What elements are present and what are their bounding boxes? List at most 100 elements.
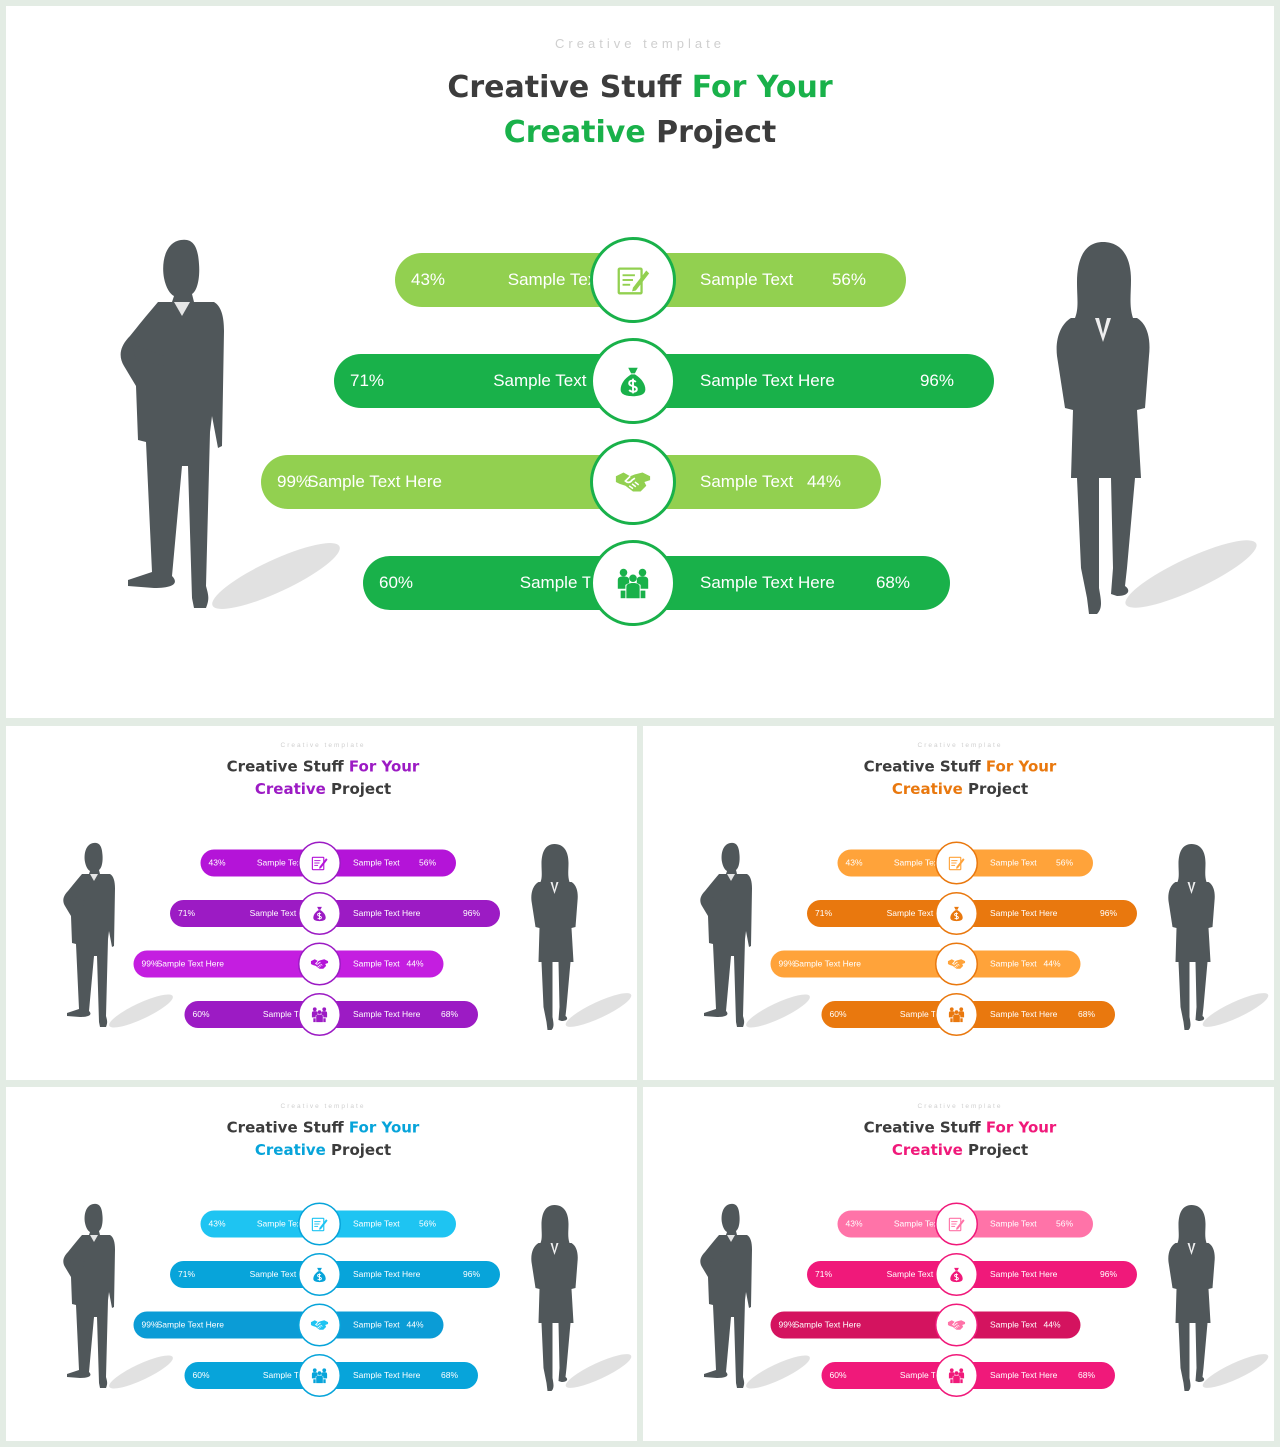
row-1-left-percent: 43% xyxy=(208,858,226,868)
slide-subtitle: Creative template xyxy=(917,1102,1003,1110)
row-1-left-percent: 43% xyxy=(411,270,446,289)
handshake-icon xyxy=(615,472,651,492)
row-3-left-percent: 99% xyxy=(778,1320,796,1330)
row-2-icon-circle xyxy=(935,1253,978,1296)
row-4-left-percent: 60% xyxy=(192,1370,210,1381)
slide-subtitle: Creative template xyxy=(280,1102,366,1110)
title-word-creative: Creative xyxy=(891,780,963,799)
row-4-left-percent: 60% xyxy=(192,1009,210,1020)
row-3-left-percent: 99% xyxy=(277,472,312,491)
businesswoman-silhouette-icon xyxy=(1168,1205,1269,1391)
row-2-right-percent: 96% xyxy=(1099,908,1117,919)
row-2-icon-circle xyxy=(298,1253,341,1296)
businessman-silhouette-icon xyxy=(700,1203,810,1389)
row-1-left-percent: 43% xyxy=(845,858,863,868)
businessman-silhouette-icon xyxy=(63,1203,173,1389)
slide-content: Creative template Creative Stuff For You… xyxy=(643,1087,1274,1441)
title-word-project: Project xyxy=(645,115,777,150)
title-word-creative: Creative xyxy=(254,780,326,799)
title-word-for-your: For Your xyxy=(691,70,833,105)
row-3-right-percent: 44% xyxy=(406,1320,424,1330)
title-word-for-your: For Your xyxy=(985,1119,1057,1137)
bar-row-3: 99% Sample Text Here Sample Text 44% xyxy=(133,1311,444,1339)
businessman-silhouette-icon xyxy=(120,239,340,609)
handshake-icon xyxy=(947,1320,966,1330)
row-3-left-percent: 99% xyxy=(778,959,796,969)
row-2-right-text: Sample Text Here xyxy=(700,371,835,390)
notepad-pen-icon xyxy=(617,267,650,295)
title-word-creative: Creative xyxy=(254,1141,326,1160)
businesswoman-silhouette-icon xyxy=(531,844,632,1030)
slide-title-line-2: Creative Project xyxy=(6,111,1274,155)
row-4-right-text: Sample Text Here xyxy=(990,1009,1058,1020)
row-4-right-text: Sample Text Here xyxy=(990,1370,1058,1381)
slide-title-line-1: Creative Stuff For Your xyxy=(6,756,637,778)
slide-content: Creative template Creative Stuff For You… xyxy=(643,726,1274,1080)
row-1-left-percent: 43% xyxy=(208,1219,226,1229)
row-4-icon-circle xyxy=(935,1354,978,1397)
row-4-left-text: Sample Text xyxy=(899,1370,947,1381)
row-4-icon-circle xyxy=(935,993,978,1036)
title-word-project: Project xyxy=(962,780,1029,799)
notepad-pen-icon xyxy=(311,1217,328,1232)
businesswoman-silhouette-icon xyxy=(1056,242,1257,614)
money-bag-icon xyxy=(620,367,646,397)
row-4-icon-circle xyxy=(590,540,676,626)
row-2-icon-circle xyxy=(590,338,676,424)
money-bag-icon xyxy=(950,906,963,922)
bar-row-3: 99% Sample Text Here Sample Text 44% xyxy=(261,455,881,509)
row-1-icon-circle xyxy=(298,1202,341,1246)
slide-content: Creative template Creative Stuff For You… xyxy=(6,726,637,1080)
row-1-icon-circle xyxy=(935,841,978,885)
title-word-creative-stuff: Creative Stuff xyxy=(226,758,349,776)
slide-title-line-1: Creative Stuff For Your xyxy=(643,756,1274,778)
row-1-left-percent: 43% xyxy=(845,1219,863,1229)
slide-subtitle: Creative template xyxy=(555,36,725,51)
row-2-left-percent: 71% xyxy=(350,371,385,390)
row-2-left-text: Sample Text Here xyxy=(249,908,317,919)
row-2-left-percent: 71% xyxy=(815,908,833,919)
row-2-icon-circle xyxy=(298,892,341,935)
team-icon xyxy=(948,1007,965,1023)
slide-green-large: Creative template Creative Stuff For You… xyxy=(6,6,1274,718)
slide-title-line-2: Creative Project xyxy=(643,779,1274,801)
row-2-left-percent: 71% xyxy=(178,1269,196,1280)
slide-blue: Creative template Creative Stuff For You… xyxy=(6,1087,637,1441)
row-4-right-text: Sample Text Here xyxy=(353,1370,421,1381)
handshake-icon xyxy=(947,959,966,969)
row-3-left-text: Sample Text Here xyxy=(793,959,861,969)
slide-content: Creative template Creative Stuff For You… xyxy=(6,1087,637,1441)
slide-title-line-1: Creative Stuff For Your xyxy=(6,1117,637,1139)
notepad-pen-icon xyxy=(948,856,965,871)
row-2-right-text: Sample Text Here xyxy=(353,908,421,919)
row-3-right-percent: 44% xyxy=(806,472,841,491)
businessman-silhouette-icon xyxy=(700,842,810,1028)
row-1-left-text: Sample Text xyxy=(507,270,601,289)
bar-row-3: 99% Sample Text Here Sample Text 44% xyxy=(770,1311,1081,1339)
slide-purple: Creative template Creative Stuff For You… xyxy=(6,726,637,1080)
title-word-project: Project xyxy=(325,780,392,799)
row-2-left-text: Sample Text Here xyxy=(249,1269,317,1280)
row-1-right-percent: 56% xyxy=(831,270,866,289)
row-4-left-percent: 60% xyxy=(829,1009,847,1020)
title-word-creative-stuff: Creative Stuff xyxy=(863,758,986,776)
money-bag-icon xyxy=(313,1267,326,1283)
money-bag-icon xyxy=(950,1267,963,1283)
slide-orange: Creative template Creative Stuff For You… xyxy=(643,726,1274,1080)
title-word-creative: Creative xyxy=(503,115,646,150)
slide-subtitle: Creative template xyxy=(280,741,366,749)
handshake-icon xyxy=(310,959,329,969)
row-3-right-percent: 44% xyxy=(1043,959,1061,969)
row-3-right-percent: 44% xyxy=(406,959,424,969)
row-3-right-text: Sample Text xyxy=(990,959,1037,969)
row-2-icon-circle xyxy=(935,892,978,935)
row-2-right-text: Sample Text Here xyxy=(990,908,1058,919)
row-3-right-text: Sample Text xyxy=(353,959,400,969)
row-3-icon-circle xyxy=(935,1303,978,1347)
businesswoman-silhouette-icon xyxy=(1168,844,1269,1030)
slide-title-line-2: Creative Project xyxy=(643,1140,1274,1162)
row-4-right-percent: 68% xyxy=(440,1009,458,1020)
bar-row-3: 99% Sample Text Here Sample Text 44% xyxy=(133,950,444,978)
row-4-icon-circle xyxy=(298,993,341,1036)
row-4-icon-circle xyxy=(298,1354,341,1397)
